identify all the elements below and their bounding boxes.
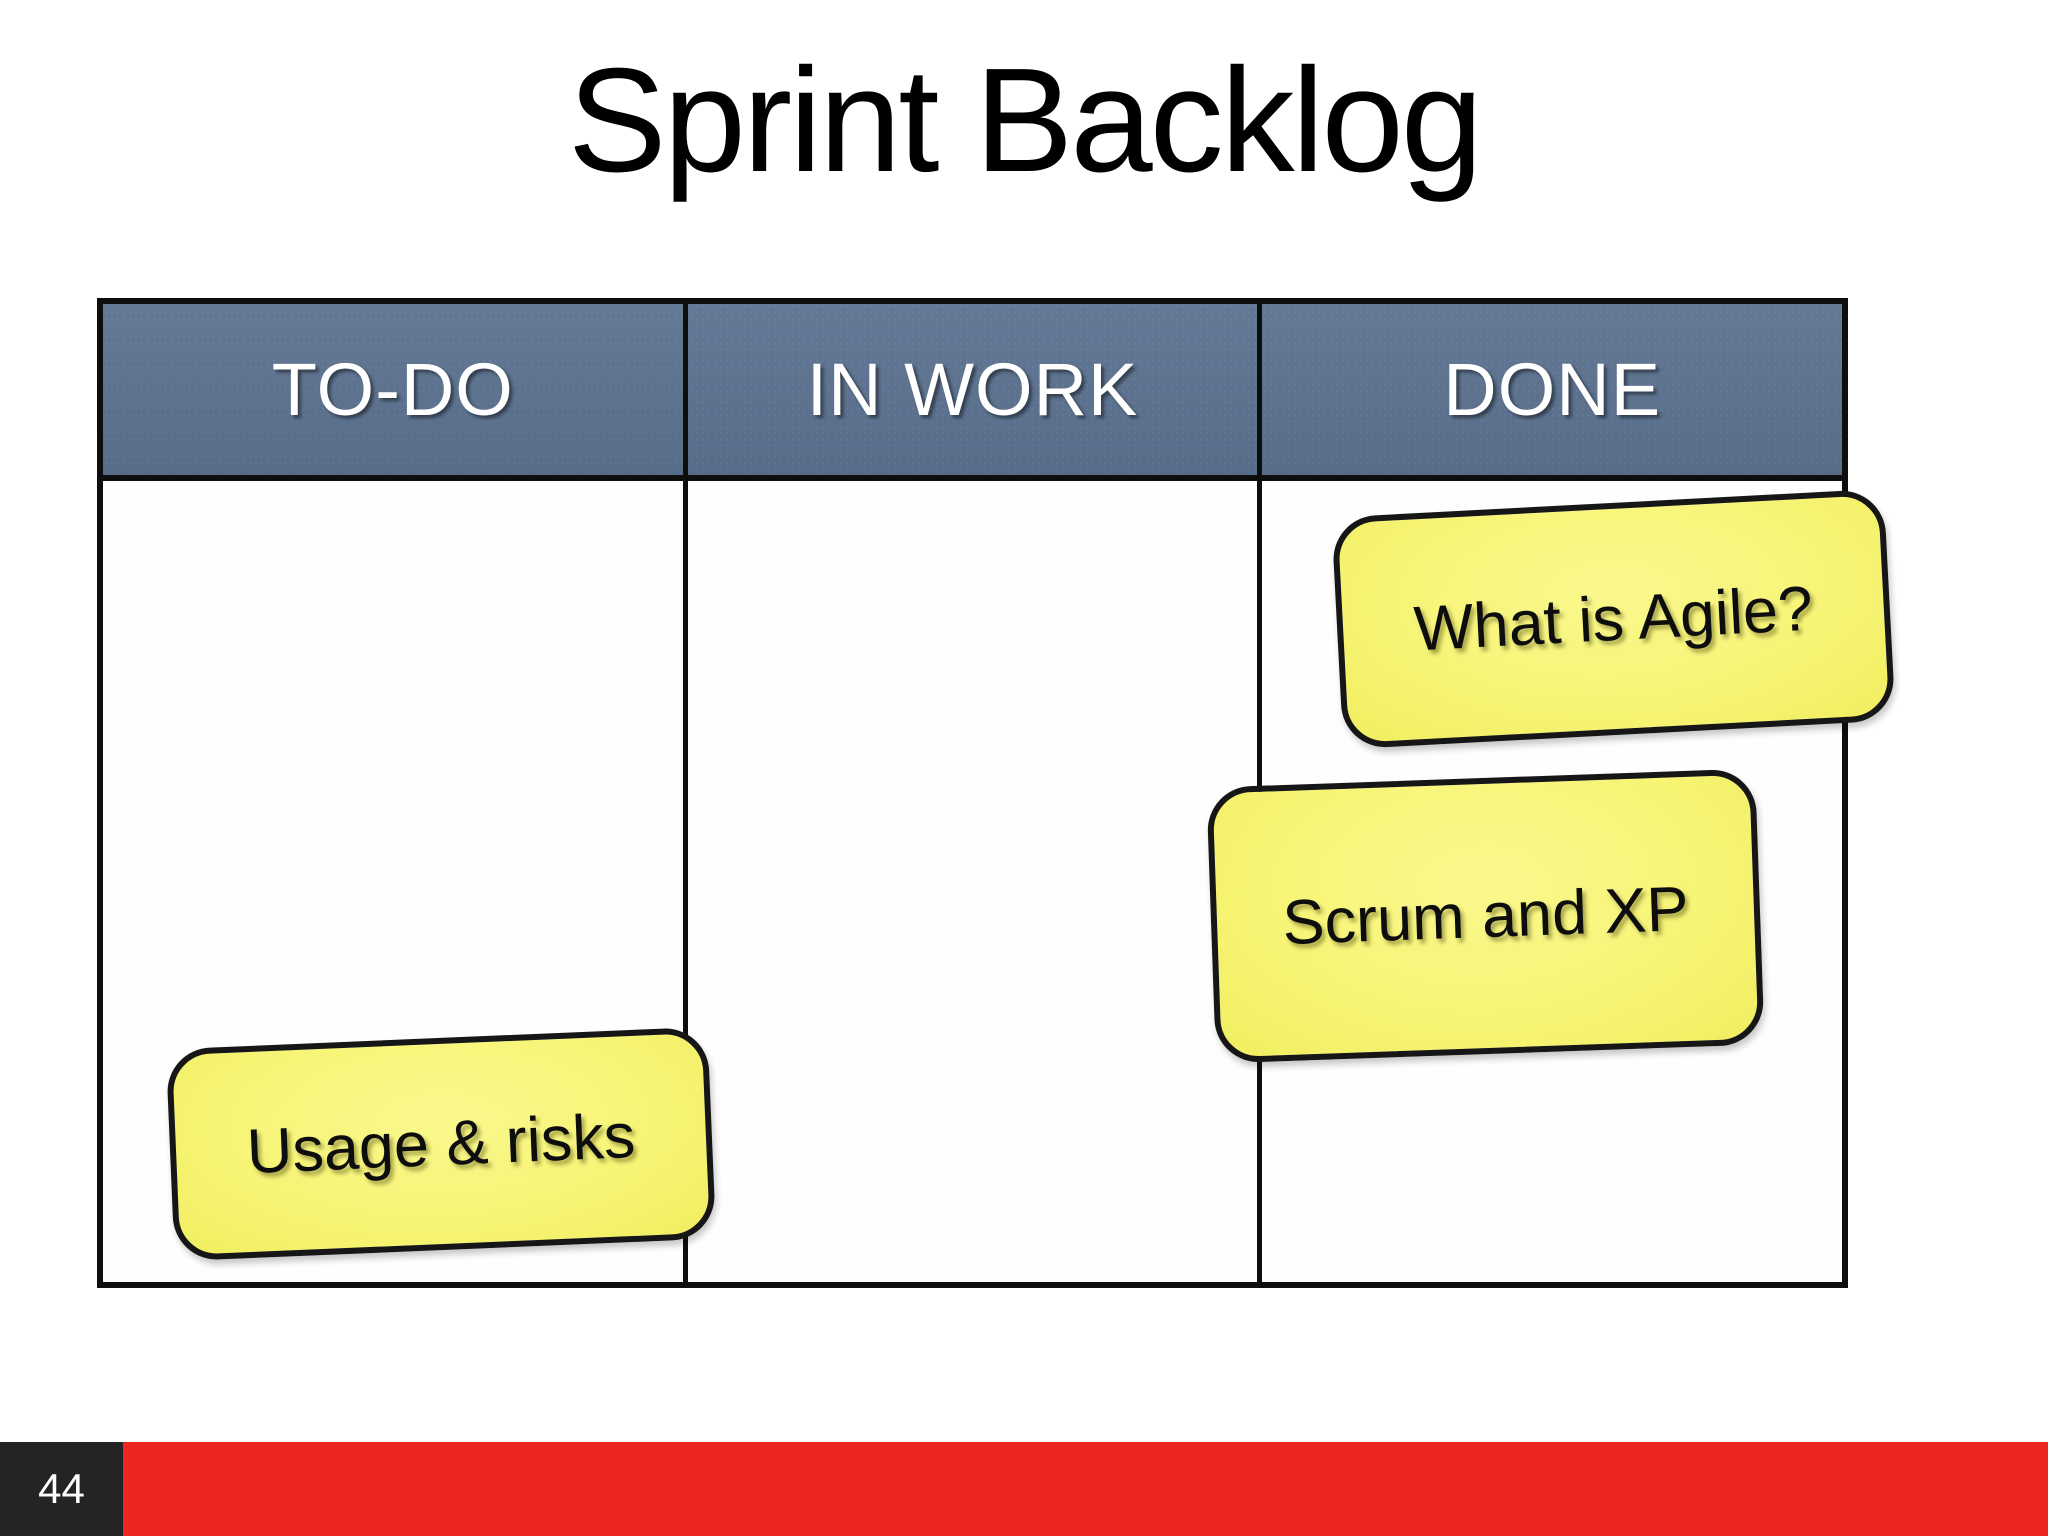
sticky-note-what-is-agile: What is Agile? — [1331, 488, 1896, 750]
sticky-note-text: Usage & risks — [245, 1100, 637, 1188]
sticky-note-usage-and-risks: Usage & risks — [165, 1026, 717, 1262]
column-header-done: DONE — [1262, 304, 1842, 481]
sticky-note-scrum-and-xp: Scrum and XP — [1206, 768, 1765, 1064]
sticky-note-text: What is Agile? — [1412, 573, 1815, 665]
page-number: 44 — [38, 1465, 85, 1512]
column-header-inwork: IN WORK — [682, 304, 1263, 481]
slide-title: Sprint Backlog — [567, 38, 1483, 203]
page-number-box: 44 — [0, 1442, 123, 1536]
column-header-todo: TO-DO — [103, 304, 683, 481]
column-body-inwork — [682, 481, 1263, 1282]
footer-bar: 44 — [0, 1442, 2048, 1536]
sticky-note-text: Scrum and XP — [1281, 873, 1690, 959]
